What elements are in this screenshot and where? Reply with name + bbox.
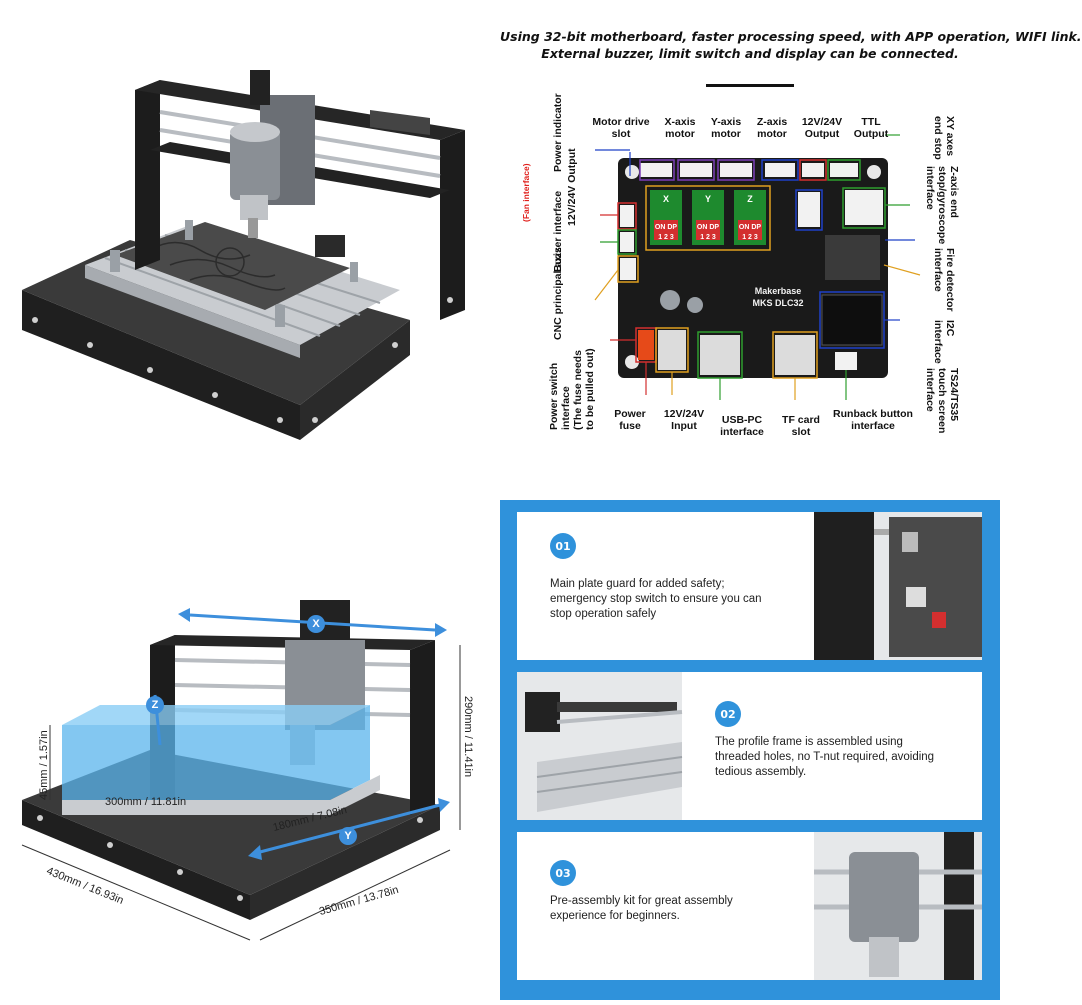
label-power-indicator: Power indicator [552, 93, 564, 172]
label-cnc-axis: CNC principal axis [552, 247, 564, 340]
label-usb-pc: USB-PC interface [720, 414, 764, 438]
label-tf-card: TF card slot [782, 414, 820, 438]
label-fire-2: interface [932, 248, 944, 292]
dip-nums-z: 1 2 3 [742, 234, 758, 241]
chip-x: X [662, 194, 669, 204]
label-xy-stop-2: end stop [932, 116, 944, 160]
cnc-machine-illustration [22, 70, 465, 440]
label-z-stop-2: stop/gyroscope [936, 166, 948, 245]
feature-text-1: Main plate guard for added safety; emerg… [550, 578, 762, 620]
label-y-motor: Y-axis motor [710, 116, 742, 140]
chip-z: Z [747, 194, 753, 204]
dimensions-illustration [21, 600, 461, 941]
feature-number-1: 01 [550, 533, 576, 559]
dip-nums-x: 1 2 3 [658, 234, 674, 241]
feature-number-3: 03 [550, 860, 576, 886]
label-power-fuse: Power fuse [614, 408, 646, 432]
label-power-switch-2: interface [560, 386, 572, 430]
label-i2c-2: interface [932, 320, 944, 364]
board-illustration [594, 134, 921, 400]
dip-switch-x: ON DP [654, 224, 678, 231]
board-brand-line-1: Makerbase [754, 286, 802, 296]
board-brand: Makerbase MKS DLC32 [738, 285, 818, 309]
feature-number-2: 02 [715, 701, 741, 727]
board-headline: Using 32-bit motherboard, faster process… [500, 28, 1082, 62]
label-xy-stop-1: XY axes [944, 116, 956, 157]
dimensions-diagram: X Z Y 300mm / 11.81in 180mm / 7.08in 45m… [0, 500, 500, 1000]
label-fan-output: 12V/24V Output [566, 148, 578, 226]
label-ts-1: TS24/TS35 [948, 368, 960, 422]
board-brand-line-2: MKS DLC32 [752, 298, 804, 308]
feature-image-3 [814, 832, 982, 980]
label-z-motor: Z-axis motor [756, 116, 788, 140]
label-12v-output: 12V/24V Output [801, 116, 843, 140]
machine-height-dimension: 290mm / 11.41in [462, 696, 474, 778]
dip-switch-y: ON DP [696, 224, 720, 231]
axis-y-badge: Y [339, 827, 357, 845]
axis-z-badge: Z [146, 696, 164, 714]
feature-text-2: The profile frame is assembled using thr… [715, 736, 935, 778]
headline-line-1: Using 32-bit motherboard, faster process… [500, 29, 1082, 44]
work-x-dimension: 300mm / 11.81in [105, 796, 187, 808]
dip-switch-z: ON DP [738, 224, 762, 231]
dip-nums-y: 1 2 3 [700, 234, 716, 241]
chip-y: Y [704, 194, 711, 204]
feature-image-2 [517, 672, 683, 820]
work-z-dimension: 45mm / 1.57in [38, 730, 50, 800]
feature-card-2: 02 The profile frame is assembled using … [517, 672, 982, 820]
label-ttl-output: TTL Output [853, 116, 889, 140]
label-fire-1: Fire detector [944, 248, 956, 312]
feature-panel: 01 Main plate guard for added safety; em… [500, 500, 1000, 1000]
headline-line-2: External buzzer, limit switch and displa… [541, 46, 959, 61]
label-power-switch-3: (The fuse needs [572, 350, 584, 430]
label-ts-2: touch screen [936, 368, 948, 434]
label-x-motor: X-axis motor [664, 116, 696, 140]
label-i2c-1: I2C [944, 320, 956, 337]
label-power-switch-4: to be pulled out) [584, 348, 596, 430]
feature-card-3: 03 Pre-assembly kit for great assembly e… [517, 832, 982, 980]
label-runback: Runback button interface [833, 408, 913, 432]
label-z-stop-1: Z-axis end [948, 166, 960, 218]
feature-image-1 [814, 512, 982, 660]
controller-board-diagram: Using 32-bit motherboard, faster process… [500, 0, 1082, 500]
label-power-switch-1: Power switch [548, 362, 560, 430]
label-12v-input: 12V/24V Input [663, 408, 705, 432]
axis-x-badge: X [307, 615, 325, 633]
label-ts-3: interface [924, 368, 936, 412]
label-z-stop-3: interface [924, 166, 936, 210]
label-motor-drive: Motor drive slot [592, 116, 650, 140]
headline-divider [706, 84, 794, 87]
feature-text-3: Pre-assembly kit for great assembly expe… [550, 895, 733, 922]
cnc-machine-photo [0, 0, 500, 500]
feature-card-1: 01 Main plate guard for added safety; em… [517, 512, 982, 660]
label-fan-interface: (Fan interface) [521, 163, 531, 222]
